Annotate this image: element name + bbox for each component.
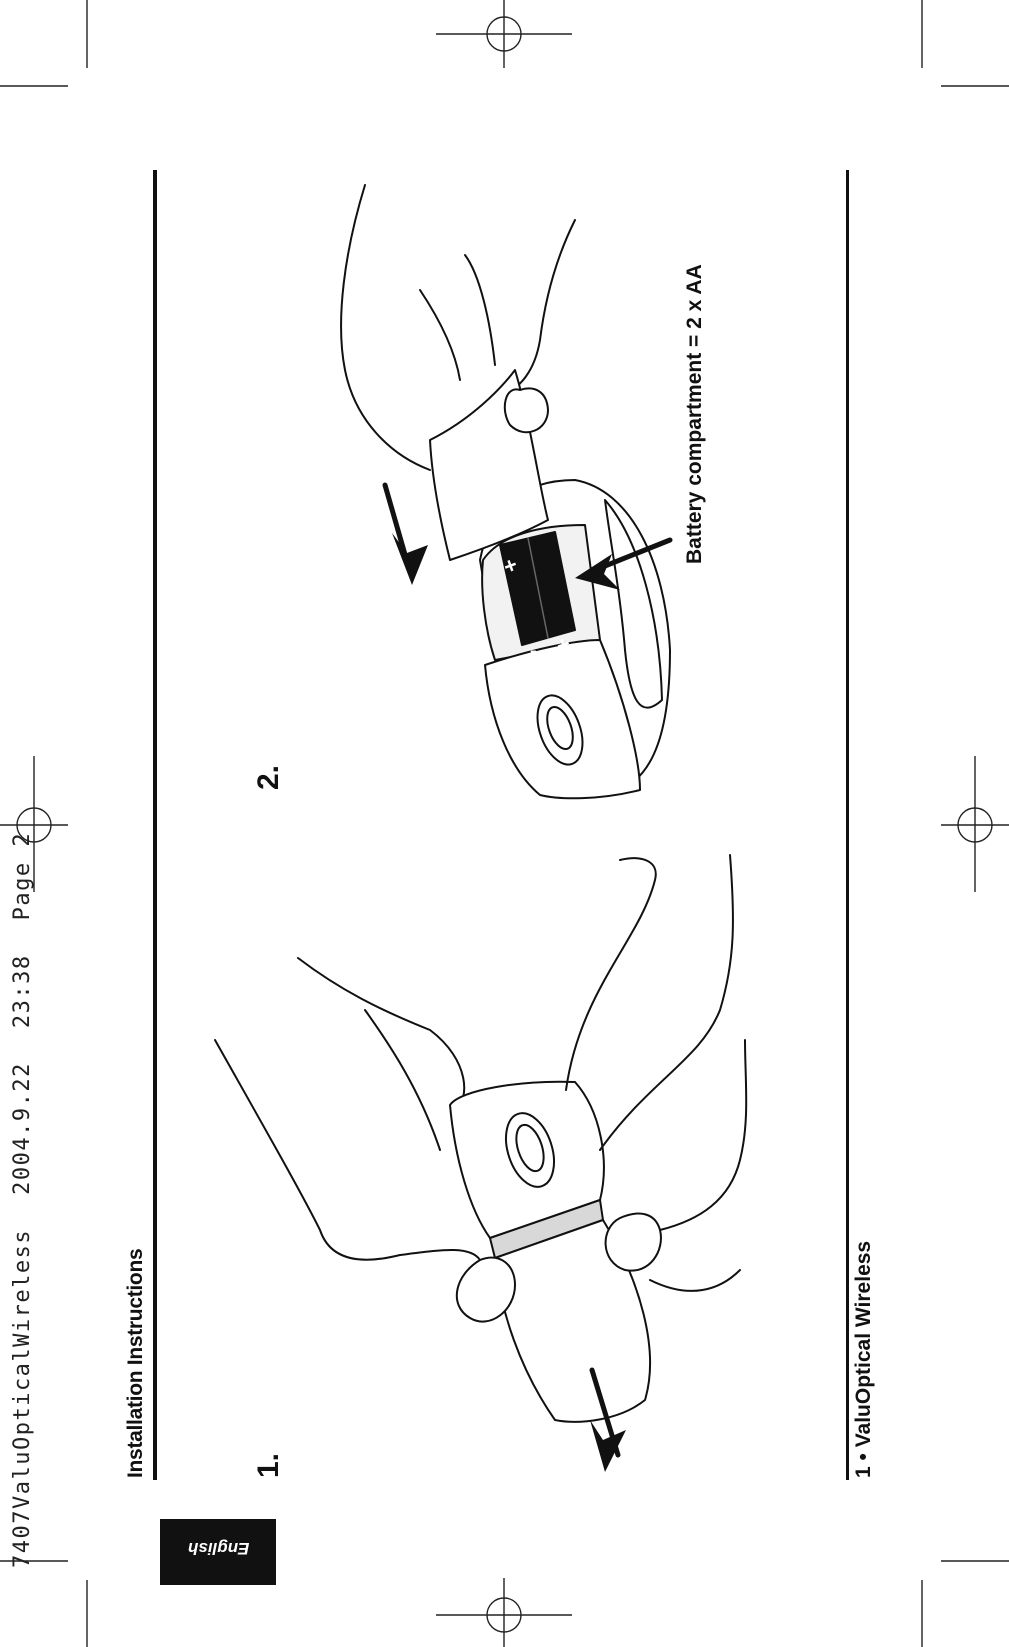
registration-target	[941, 756, 1009, 892]
hand-outline	[659, 1039, 748, 1231]
finger-outline	[565, 857, 657, 1091]
arrow-head	[575, 554, 620, 590]
registration-target	[436, 1578, 572, 1647]
hand-outline	[499, 219, 576, 396]
registration-target	[0, 756, 68, 892]
registration-target	[436, 0, 572, 68]
finger-outline	[419, 289, 461, 381]
hand-outline	[214, 1039, 481, 1261]
thumb	[455, 1256, 516, 1323]
step-number-2: 2.	[252, 764, 285, 790]
battery-callout: Battery compartment = 2 x AA	[683, 264, 706, 564]
finger-outline	[297, 957, 466, 1111]
hand-outline	[599, 854, 734, 1151]
language-tab: English	[160, 1519, 276, 1585]
arrow-head	[590, 1420, 626, 1472]
thumb	[503, 387, 549, 434]
mouse-side-grip	[604, 499, 663, 709]
language-label: English	[188, 1539, 250, 1558]
fingertip	[604, 1212, 662, 1272]
step-number-1: 1.	[252, 1452, 285, 1478]
battery-minus-mark: -	[530, 640, 537, 662]
finger-outline	[364, 1009, 441, 1151]
finger-outline	[464, 254, 496, 366]
mouse-scroll-wheel	[515, 1123, 545, 1173]
slug-time: 23:38	[10, 954, 35, 1029]
slug-filename: 7407ValuOpticalWireless	[10, 1228, 35, 1568]
arrow-head	[392, 533, 428, 585]
hand-outline	[340, 184, 431, 471]
footer-rule	[846, 170, 849, 1480]
header-rule	[153, 170, 157, 1480]
illustration-remove-cover	[214, 854, 748, 1472]
mouse-scroll-wheel	[546, 705, 574, 751]
print-slug: 7407ValuOpticalWireless 2004.9.22 23:38 Pag…	[10, 798, 35, 1568]
page-footer: 1 • ValuOptical Wireless	[852, 1240, 875, 1478]
slug-page: Page 2	[10, 831, 35, 921]
slug-date: 2004.9.22	[10, 1062, 35, 1195]
illustration-battery-compartment	[340, 184, 673, 800]
hand-outline	[649, 1269, 741, 1292]
page-title: Installation Instructions	[124, 1248, 147, 1478]
